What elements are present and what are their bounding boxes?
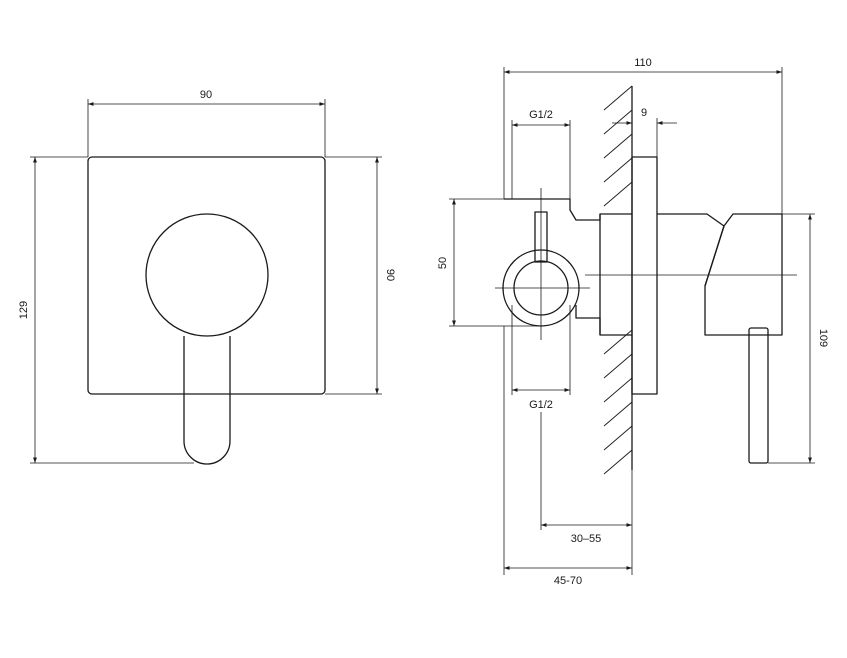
dim-thread-bottom-label: G1/2 [529, 399, 553, 411]
dim-front-width-label: 90 [200, 89, 212, 101]
side-view [495, 85, 797, 475]
dim-front-width: 90 [87, 89, 326, 157]
dim-side-total-height-label: 109 [817, 329, 829, 347]
dim-side-total-height: 109 [768, 213, 829, 464]
dim-install-depth-outer: 45-70 [503, 326, 632, 587]
dim-front-total-height-label: 129 [18, 301, 30, 319]
dim-inlet-height: 50 [437, 198, 541, 327]
dim-plate-thickness: 9 [612, 107, 677, 157]
side-cover-plate [631, 156, 658, 395]
dim-front-plate-height: 90 [325, 156, 396, 395]
handle-lever [183, 336, 231, 465]
dim-front-plate-height-label: 90 [384, 269, 396, 281]
cover-plate [87, 156, 326, 395]
dim-inlet-height-label: 50 [437, 257, 449, 269]
front-view [87, 156, 326, 465]
valve-body [504, 198, 632, 221]
dim-install-depth-inner: 30–55 [540, 412, 633, 575]
dim-thread-top: G1/2 [511, 109, 571, 199]
valve-body-lower [575, 305, 632, 336]
dim-thread-top-label: G1/2 [529, 109, 553, 121]
dim-plate-thickness-label: 9 [641, 107, 647, 119]
dim-thread-bottom: G1/2 [511, 305, 571, 411]
inlet-stem [534, 211, 548, 263]
wall-hatching [603, 85, 633, 475]
handle-body [657, 213, 783, 336]
dim-front-total-height: 129 [18, 156, 194, 464]
dim-install-depth-outer-label: 45-70 [554, 575, 582, 587]
handle-lever-side [748, 327, 769, 464]
dim-side-total-depth: 110 [503, 57, 783, 214]
dim-side-total-depth-label: 110 [634, 57, 652, 69]
handle-knob [145, 213, 269, 337]
dim-install-depth-inner-label: 30–55 [571, 533, 602, 545]
